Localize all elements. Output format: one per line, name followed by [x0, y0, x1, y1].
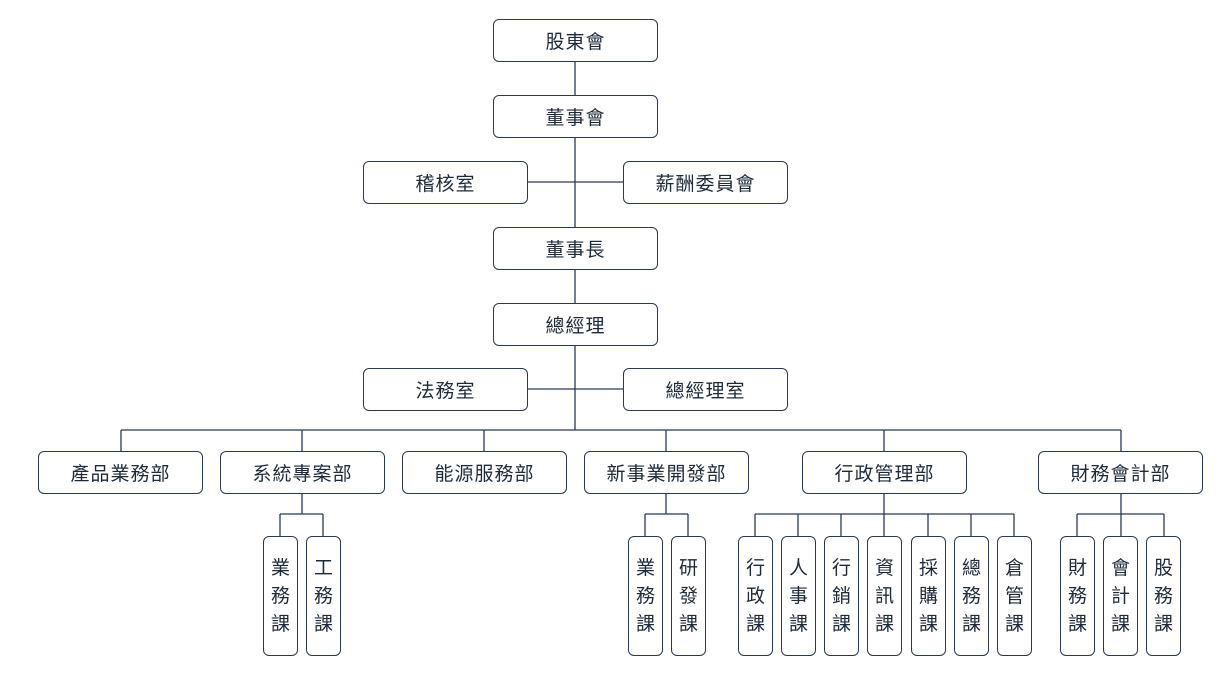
board-box: 董事會	[493, 95, 658, 138]
section-label: 採購課	[918, 557, 938, 635]
section-box: 採購課	[911, 536, 946, 656]
section-box: 財務課	[1060, 536, 1095, 656]
section-label: 工務課	[313, 557, 333, 635]
compensation-committee-box: 薪酬委員會	[623, 161, 788, 204]
section-box: 研發課	[671, 536, 706, 656]
section-box: 資訊課	[867, 536, 902, 656]
section-box: 倉管課	[997, 536, 1032, 656]
section-label: 總務課	[961, 557, 981, 635]
department-box: 新事業開發部	[584, 451, 749, 494]
department-box: 產品業務部	[38, 451, 203, 494]
section-label: 行政課	[745, 557, 765, 635]
section-box: 人事課	[781, 536, 816, 656]
section-label: 行銷課	[831, 557, 851, 635]
general-manager-box: 總經理	[493, 303, 658, 346]
gm-office-box: 總經理室	[623, 368, 788, 411]
section-box: 行銷課	[824, 536, 859, 656]
legal-office-box: 法務室	[363, 368, 528, 411]
section-box: 會計課	[1103, 536, 1138, 656]
shareholders-box: 股東會	[493, 19, 658, 62]
section-box: 總務課	[954, 536, 989, 656]
department-box: 系統專案部	[220, 451, 385, 494]
section-label: 倉管課	[1004, 557, 1024, 635]
section-label: 會計課	[1110, 557, 1130, 635]
department-box: 能源服務部	[402, 451, 567, 494]
section-label: 業務課	[635, 557, 655, 635]
section-label: 財務課	[1067, 557, 1087, 635]
section-label: 人事課	[788, 557, 808, 635]
department-box: 行政管理部	[802, 451, 967, 494]
section-box: 工務課	[306, 536, 341, 656]
section-label: 業務課	[270, 557, 290, 635]
department-box: 財務會計部	[1038, 451, 1203, 494]
section-box: 業務課	[263, 536, 298, 656]
section-label: 研發課	[678, 557, 698, 635]
audit-office-box: 稽核室	[363, 161, 528, 204]
section-label: 股務課	[1153, 557, 1173, 635]
chairman-box: 董事長	[493, 227, 658, 270]
section-label: 資訊課	[874, 557, 894, 635]
section-box: 業務課	[628, 536, 663, 656]
section-box: 股務課	[1146, 536, 1181, 656]
section-box: 行政課	[738, 536, 773, 656]
